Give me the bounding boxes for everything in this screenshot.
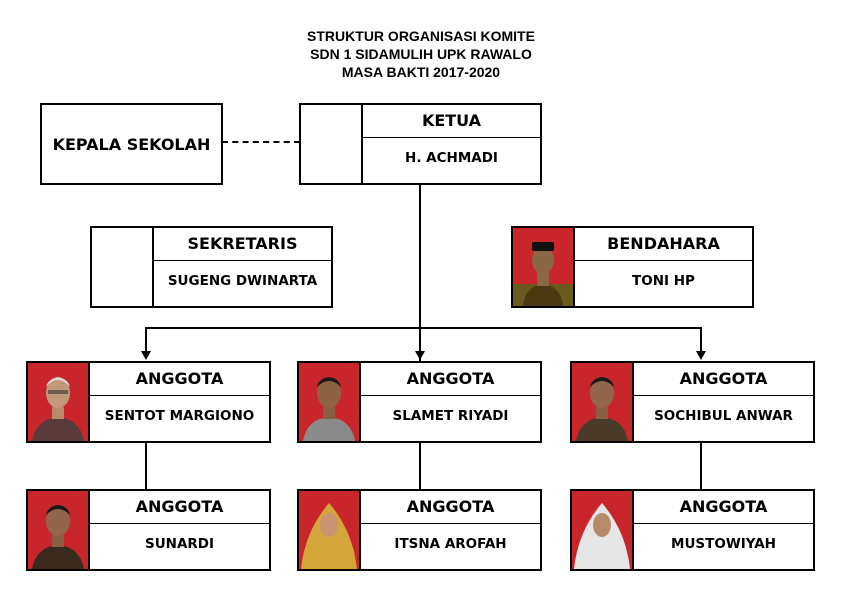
anggota-photo: [572, 363, 634, 441]
kepala-sekolah-label: KEPALA SEKOLAH: [42, 105, 221, 183]
anggota-role: ANGGOTA: [90, 363, 269, 396]
connector-col3-down: [700, 442, 702, 490]
anggota-name: SLAMET RIYADI: [361, 396, 540, 436]
bendahara-role: BENDAHARA: [575, 228, 752, 261]
anggota-role: ANGGOTA: [634, 363, 813, 396]
connector-right-drop: [700, 327, 702, 351]
anggota-name: SENTOT MARGIONO: [90, 396, 269, 436]
connector-ketua-down: [419, 185, 421, 361]
arrow-left: [141, 351, 151, 360]
chart-title-line-2: SDN 1 SIDAMULIH UPK RAWALO: [221, 45, 621, 63]
bendahara-photo: [513, 228, 575, 306]
sekretaris-name: SUGENG DWINARTA: [154, 261, 331, 301]
anggota-name: MUSTOWIYAH: [634, 524, 813, 564]
arrow-center: [415, 351, 425, 360]
sekretaris-photo-placeholder: [92, 228, 154, 306]
connector-col2-down: [419, 442, 421, 490]
anggota-role: ANGGOTA: [361, 363, 540, 396]
chart-title-line-1: STRUKTUR ORGANISASI KOMITE: [221, 27, 621, 45]
anggota-photo: [28, 363, 90, 441]
anggota-role: ANGGOTA: [90, 491, 269, 524]
anggota-box: ANGGOTA SLAMET RIYADI: [297, 361, 542, 443]
ketua-photo-placeholder: [301, 105, 363, 183]
anggota-photo: [572, 491, 634, 569]
bendahara-box: BENDAHARA TONI HP: [511, 226, 754, 308]
anggota-photo: [299, 491, 361, 569]
connector-left-drop: [145, 327, 147, 351]
sekretaris-box: SEKRETARIS SUGENG DWINARTA: [90, 226, 333, 308]
anggota-box: ANGGOTA SENTOT MARGIONO: [26, 361, 271, 443]
anggota-box: ANGGOTA MUSTOWIYAH: [570, 489, 815, 571]
kepala-sekolah-box: KEPALA SEKOLAH: [40, 103, 223, 185]
dashed-connector: [222, 141, 300, 143]
ketua-name: H. ACHMADI: [363, 138, 540, 178]
anggota-box: ANGGOTA SUNARDI: [26, 489, 271, 571]
anggota-name: SOCHIBUL ANWAR: [634, 396, 813, 436]
anggota-photo: [299, 363, 361, 441]
anggota-role: ANGGOTA: [634, 491, 813, 524]
anggota-role: ANGGOTA: [361, 491, 540, 524]
anggota-photo: [28, 491, 90, 569]
connector-horizontal-top: [145, 327, 702, 329]
ketua-role: KETUA: [363, 105, 540, 138]
arrow-right: [696, 351, 706, 360]
anggota-name: SUNARDI: [90, 524, 269, 564]
anggota-name: ITSNA AROFAH: [361, 524, 540, 564]
chart-title-line-3: MASA BAKTI 2017-2020: [221, 63, 621, 81]
ketua-box: KETUA H. ACHMADI: [299, 103, 542, 185]
sekretaris-role: SEKRETARIS: [154, 228, 331, 261]
connector-col1-down: [145, 442, 147, 490]
bendahara-name: TONI HP: [575, 261, 752, 301]
anggota-box: ANGGOTA ITSNA AROFAH: [297, 489, 542, 571]
anggota-box: ANGGOTA SOCHIBUL ANWAR: [570, 361, 815, 443]
